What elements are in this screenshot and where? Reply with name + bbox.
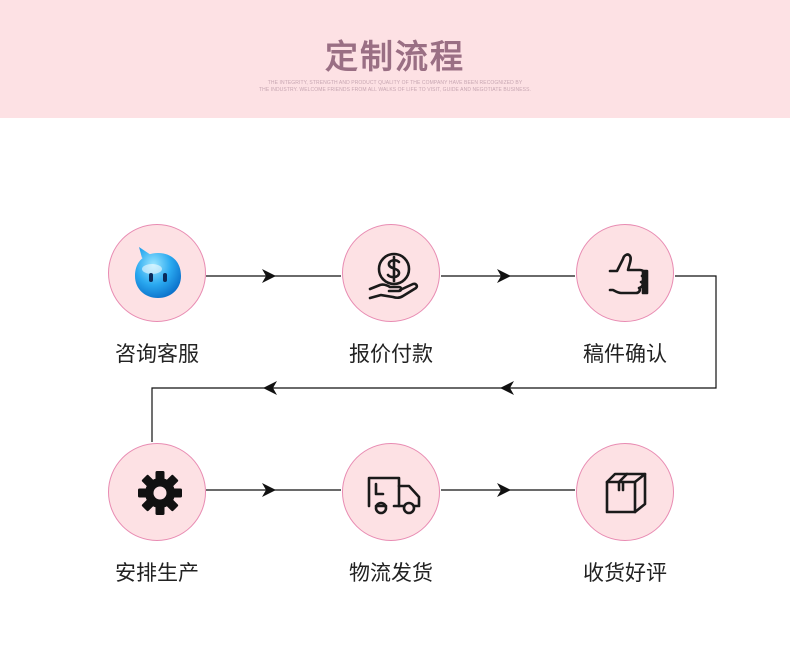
step-label-quote-pay: 报价付款 xyxy=(349,342,433,366)
package-box-icon xyxy=(605,472,647,514)
step-node-review xyxy=(576,443,674,541)
money-hand-icon xyxy=(368,252,419,300)
step-node-production xyxy=(108,443,206,541)
arrow-left-icon xyxy=(500,381,514,395)
step-label-shipping: 物流发货 xyxy=(349,561,433,585)
step-label-confirm: 稿件确认 xyxy=(583,342,667,366)
page-title: 定制流程 xyxy=(325,37,465,76)
arrow-right-icon xyxy=(497,483,511,497)
thumbs-up-icon xyxy=(608,253,649,295)
step-node-quote-pay xyxy=(342,224,440,322)
step-node-confirm xyxy=(576,224,674,322)
arrow-right-icon xyxy=(497,269,511,283)
header-banner xyxy=(0,0,790,118)
gear-icon xyxy=(138,471,182,515)
subtitle-line-2: THE INDUSTRY. WELCOME FRIENDS FROM ALL W… xyxy=(258,87,532,93)
step-label-review: 收货好评 xyxy=(583,561,667,585)
step-node-consult xyxy=(108,224,206,322)
chat-bubble-icon xyxy=(135,247,181,298)
delivery-truck-icon xyxy=(367,476,421,515)
step-label-production: 安排生产 xyxy=(115,561,199,585)
step-node-shipping xyxy=(342,443,440,541)
arrow-right-icon xyxy=(262,269,276,283)
arrow-right-icon xyxy=(262,483,276,497)
arrow-left-icon xyxy=(263,381,277,395)
step-label-consult: 咨询客服 xyxy=(115,342,199,366)
subtitle-line-1: THE INTEGRITY, STRENGTH AND PRODUCT QUAL… xyxy=(267,80,523,86)
connector-line-3-down xyxy=(151,275,717,442)
